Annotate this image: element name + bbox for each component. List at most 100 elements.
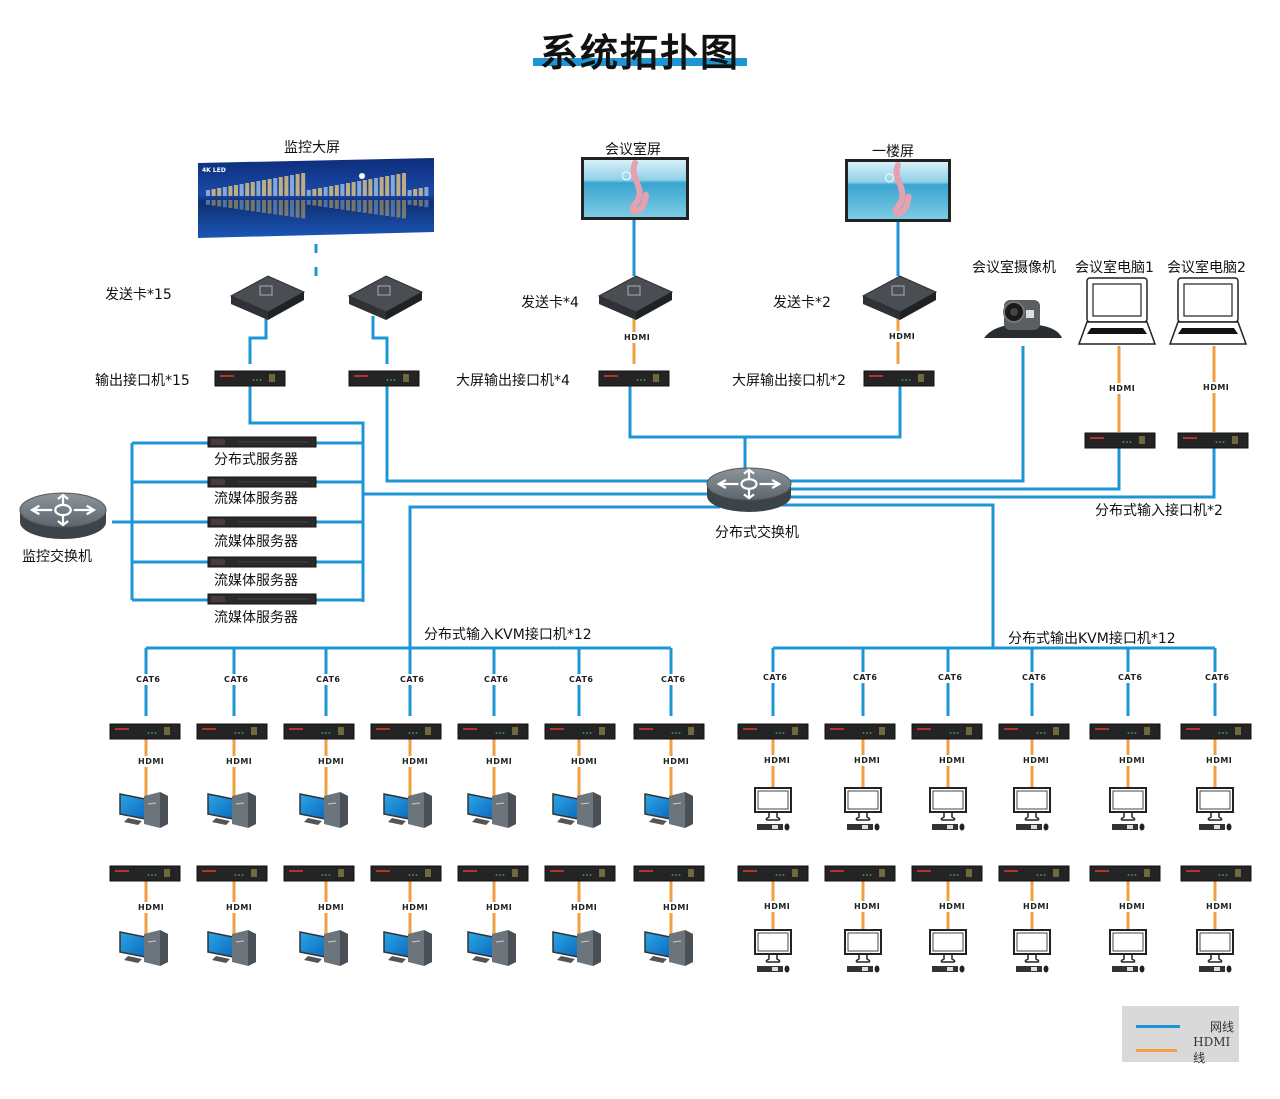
kvm-input-interface	[633, 723, 705, 740]
pc-tower-side	[424, 930, 432, 966]
port-dot-icon	[499, 732, 501, 734]
kvm-output-interface	[824, 865, 896, 882]
skyline-reflection	[323, 200, 328, 208]
port-dot-icon	[1126, 441, 1128, 443]
port-dot-icon	[495, 874, 498, 876]
keyboard-key	[1127, 825, 1133, 829]
pc-tower-side	[340, 930, 348, 966]
pc-tower-side	[248, 792, 256, 828]
switch-top	[706, 467, 792, 501]
input-interface-label: 分布式输入接口机*2	[1095, 503, 1223, 519]
monitor-keyboard	[1196, 929, 1234, 973]
kvm-output-interface	[998, 723, 1070, 740]
port-dot-icon	[1131, 732, 1133, 734]
hdmi-label: HDMI	[318, 902, 345, 913]
meeting-room-screen	[581, 157, 689, 220]
pc-tower-side	[340, 792, 348, 828]
monitor-stand	[1024, 955, 1040, 963]
skyline-building	[323, 187, 328, 196]
port-dot-icon	[390, 379, 392, 381]
pc-stand	[472, 818, 490, 825]
skyline-building	[396, 174, 401, 196]
port-dot-icon	[1127, 732, 1130, 734]
pc-tower-side	[160, 792, 168, 828]
interface-body	[1180, 723, 1252, 740]
monitor-keyboard	[754, 929, 792, 973]
interface-body	[457, 865, 529, 882]
keyboard-icon	[1112, 824, 1138, 830]
skyline-building	[245, 183, 250, 196]
server-label: 流媒体服务器	[214, 610, 298, 626]
legend-swatch-network	[1136, 1025, 1180, 1028]
status-led-icon	[604, 375, 618, 377]
cat6-label: CAT6	[661, 674, 686, 685]
interface-body	[1084, 432, 1156, 449]
skyline-building	[211, 189, 216, 196]
desktop-pc	[467, 930, 516, 966]
desktop-pc	[552, 792, 601, 828]
port-dot-icon	[589, 874, 592, 876]
kvm-output-interface	[1180, 723, 1252, 740]
hdmi-label: HDMI	[663, 902, 690, 913]
kvm-input-label: 分布式输入KVM接口机*12	[424, 627, 592, 643]
core-switch-label: 分布式交换机	[715, 525, 799, 541]
port-dot-icon	[671, 732, 674, 734]
title-underline	[533, 58, 747, 66]
port-dot-icon	[241, 874, 244, 876]
port-dot-icon	[238, 874, 240, 876]
keyboard-key	[1214, 967, 1220, 971]
kvm-output-interface	[1089, 865, 1161, 882]
server-label: 分布式服务器	[214, 452, 298, 468]
monitor-inner	[847, 932, 879, 952]
status-led-icon	[830, 728, 844, 730]
skyline-building	[346, 183, 350, 196]
port-dot-icon	[1122, 441, 1125, 443]
splash-icon	[621, 171, 631, 181]
skyline-reflection	[362, 200, 367, 213]
hdmi-label: HDMI	[1206, 755, 1233, 766]
skyline-building	[284, 176, 289, 196]
status-led-icon	[202, 728, 216, 730]
cat6-label: CAT6	[1022, 672, 1047, 683]
skyline-building	[379, 177, 384, 196]
send-card	[861, 275, 938, 320]
keyboard-key	[947, 967, 953, 971]
port-dot-icon	[862, 874, 865, 876]
monitor-keyboard	[1013, 929, 1051, 973]
display-icon	[1139, 436, 1145, 444]
card-side-right	[386, 292, 422, 320]
skyline-reflection	[228, 200, 233, 208]
output-interface	[598, 370, 670, 387]
kvm-input-interface	[283, 865, 355, 882]
port-dot-icon	[775, 732, 778, 734]
server-label: 流媒体服务器	[214, 573, 298, 589]
port-dot-icon	[147, 732, 150, 734]
card-logo-icon	[259, 285, 273, 296]
monitor-inner	[1199, 932, 1231, 952]
port-dot-icon	[1131, 874, 1133, 876]
port-dot-icon	[154, 732, 157, 734]
keyboard-key	[947, 825, 953, 829]
pc-stand	[388, 956, 406, 963]
kvm-input-interface	[109, 723, 181, 740]
pc-stand	[304, 818, 322, 825]
skyline-reflection	[379, 200, 384, 216]
port-dot-icon	[238, 732, 240, 734]
skyline-building	[413, 189, 418, 196]
display-icon	[425, 727, 431, 735]
interface-body	[109, 723, 181, 740]
hdmi-label: HDMI	[1203, 382, 1230, 393]
display-icon	[1053, 727, 1059, 735]
skyline-reflection	[413, 200, 418, 206]
display-icon	[1232, 436, 1238, 444]
pc-drive-icon	[147, 802, 157, 805]
skyline-reflection	[284, 200, 289, 216]
desktop-pc	[644, 930, 693, 966]
status-led-icon	[743, 728, 757, 730]
skyline-reflection	[334, 200, 339, 209]
meeting-pc1	[1077, 277, 1157, 345]
skyline-building	[239, 184, 244, 196]
skyline-building	[318, 188, 322, 196]
port-dot-icon	[862, 732, 865, 734]
